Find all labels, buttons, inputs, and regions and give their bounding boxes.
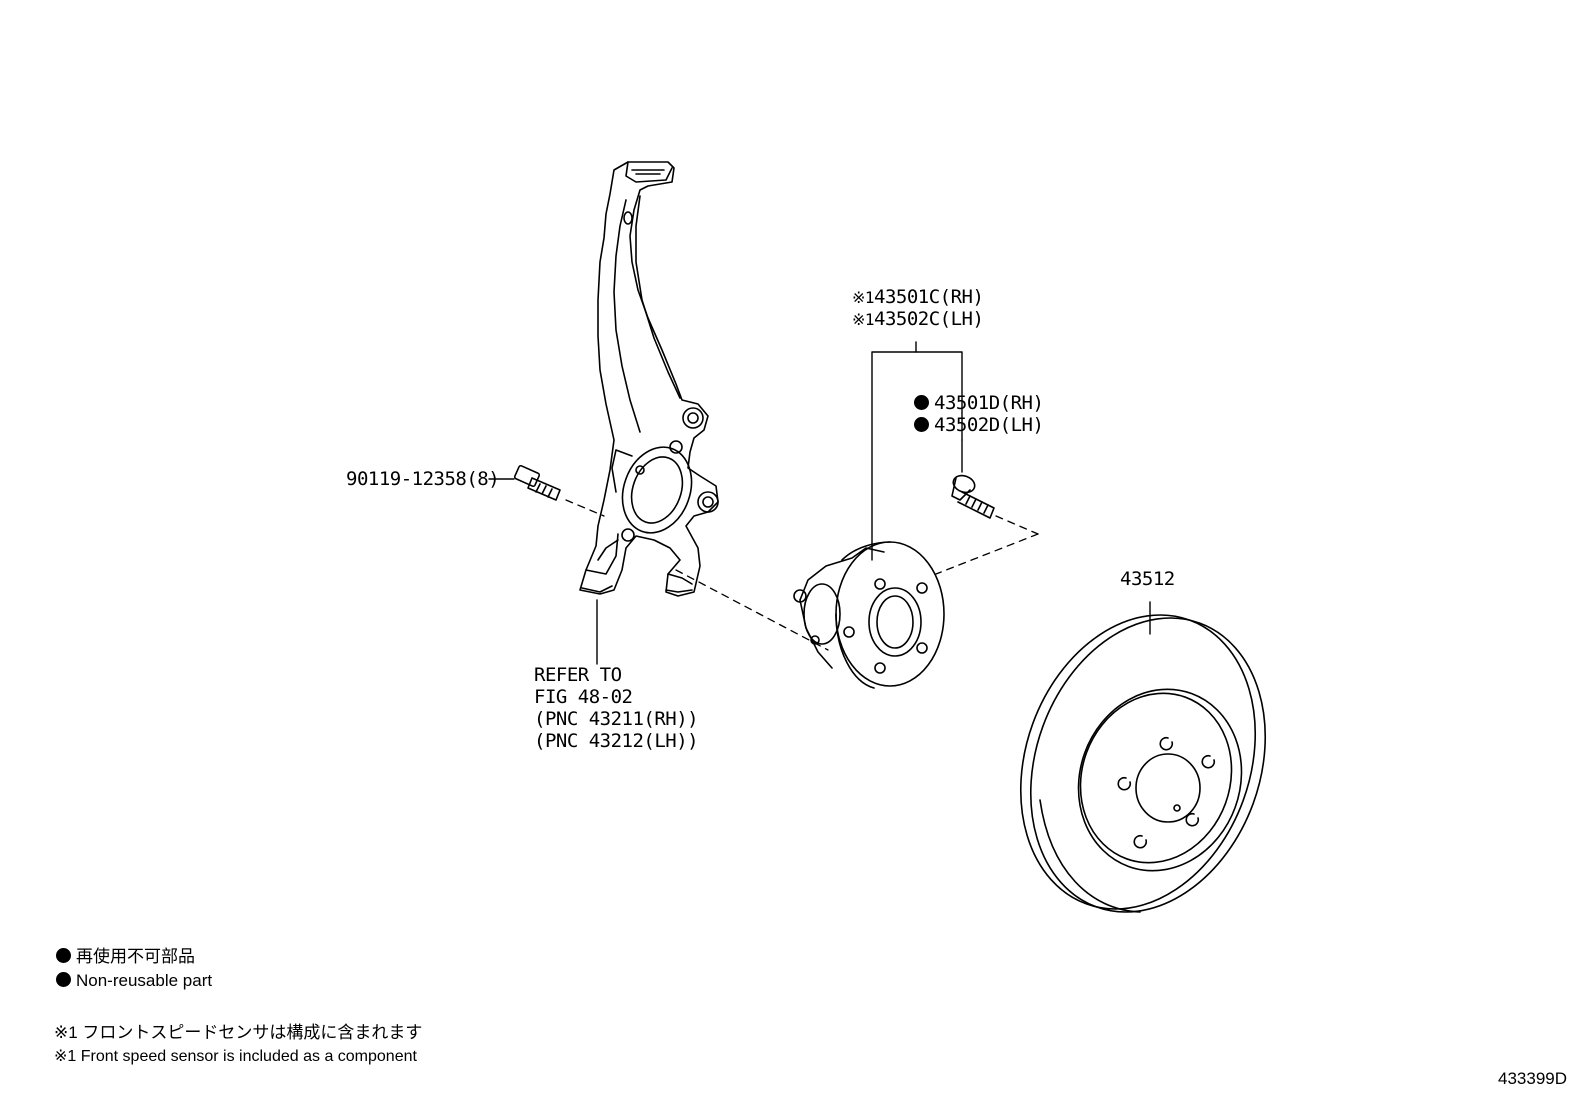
label-rotor: 43512 [1120,568,1175,590]
legend-nonreusable-en: Non-reusable part [56,970,212,992]
label-hub-rh: ※143501C(RH) [852,286,984,308]
assembly-lines [565,499,1039,651]
label-stud-rh: 43501D(RH) [914,392,1044,414]
label-stud-lh: 43502D(LH) [914,414,1044,436]
leader-lines [596,341,1151,665]
filled-circle-icon [56,948,71,963]
hub-bearing-assembly [793,541,945,689]
note-sensor-en: ※1 Front speed sensor is included as a c… [54,1048,417,1065]
label-knuckle-bolt: 90119-12358(8) [346,468,500,490]
note-sensor-jp: ※1 フロントスピードセンサは構成に含まれます [54,1023,423,1042]
filled-circle-icon [914,395,929,410]
knuckle-bolt [488,464,561,501]
hub-stud [951,474,995,519]
label-refer-3: (PNC 43211(RH)) [534,708,699,730]
figure-number: 433399D [1498,1069,1568,1088]
filled-circle-icon [56,972,71,987]
label-hub-lh: ※143502C(LH) [852,308,984,330]
label-refer-2: FIG 48-02 [534,686,633,708]
steering-knuckle [579,161,719,597]
filled-circle-icon [914,417,929,432]
label-refer-4: (PNC 43212(LH)) [534,730,699,752]
brake-rotor [1019,614,1267,913]
legend-nonreusable-jp: 再使用不可部品 [56,946,195,968]
reference-mark-icon: ※1 [852,288,875,307]
label-refer-1: REFER TO [534,664,622,686]
reference-mark-icon: ※1 [852,310,875,329]
